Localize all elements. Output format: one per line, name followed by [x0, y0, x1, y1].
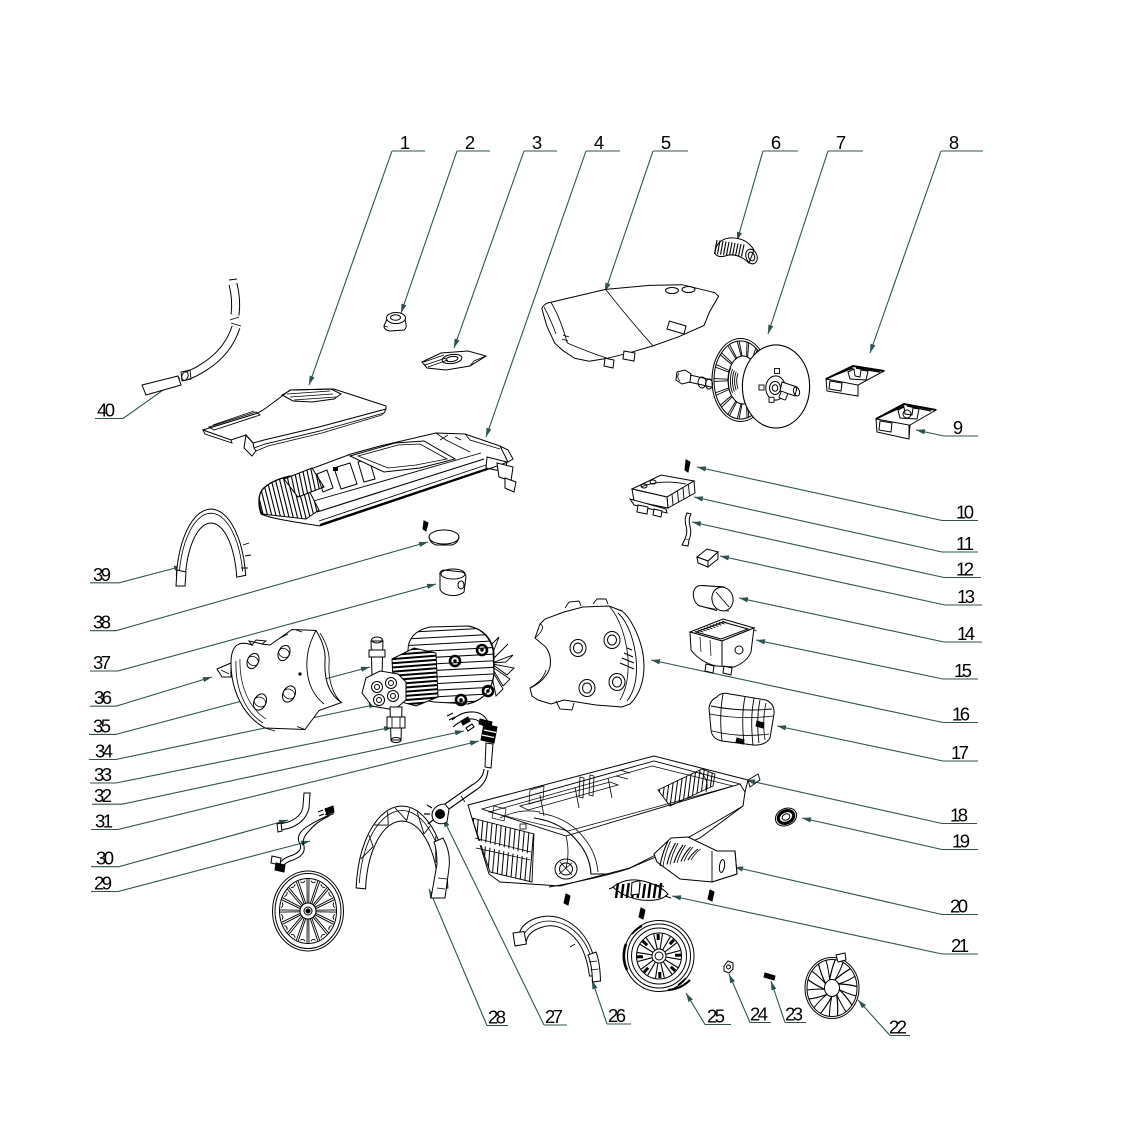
svg-text:39: 39 — [93, 564, 111, 585]
svg-text:5: 5 — [661, 132, 671, 153]
svg-text:40: 40 — [97, 400, 115, 421]
svg-text:29: 29 — [94, 873, 112, 894]
svg-text:8: 8 — [949, 132, 959, 153]
svg-text:35: 35 — [93, 715, 111, 736]
svg-text:1: 1 — [400, 132, 410, 153]
svg-text:30: 30 — [96, 848, 114, 869]
svg-text:38: 38 — [93, 612, 111, 633]
svg-text:14: 14 — [957, 623, 975, 644]
svg-text:13: 13 — [957, 586, 975, 607]
svg-text:6: 6 — [771, 132, 781, 153]
svg-text:17: 17 — [951, 742, 969, 763]
svg-text:16: 16 — [952, 704, 970, 725]
svg-text:24: 24 — [750, 1004, 768, 1025]
svg-text:32: 32 — [94, 785, 112, 806]
svg-text:19: 19 — [952, 831, 970, 852]
svg-text:33: 33 — [94, 764, 112, 785]
svg-text:20: 20 — [950, 896, 968, 917]
svg-text:18: 18 — [950, 805, 968, 826]
svg-text:23: 23 — [785, 1004, 803, 1025]
svg-text:7: 7 — [836, 132, 846, 153]
svg-text:15: 15 — [954, 660, 972, 681]
svg-text:31: 31 — [95, 811, 113, 832]
svg-text:27: 27 — [545, 1006, 563, 1027]
svg-text:11: 11 — [956, 533, 974, 554]
svg-text:2: 2 — [465, 132, 475, 153]
svg-text:9: 9 — [953, 417, 963, 438]
svg-text:36: 36 — [94, 687, 112, 708]
svg-text:28: 28 — [488, 1007, 506, 1028]
svg-text:3: 3 — [532, 132, 542, 153]
svg-text:21: 21 — [951, 935, 969, 956]
svg-text:37: 37 — [93, 652, 111, 673]
svg-text:10: 10 — [956, 502, 974, 523]
svg-text:4: 4 — [594, 132, 604, 153]
svg-text:12: 12 — [956, 559, 974, 580]
svg-text:25: 25 — [707, 1006, 725, 1027]
svg-text:34: 34 — [95, 741, 113, 762]
svg-text:22: 22 — [889, 1017, 907, 1038]
svg-text:26: 26 — [608, 1005, 626, 1026]
